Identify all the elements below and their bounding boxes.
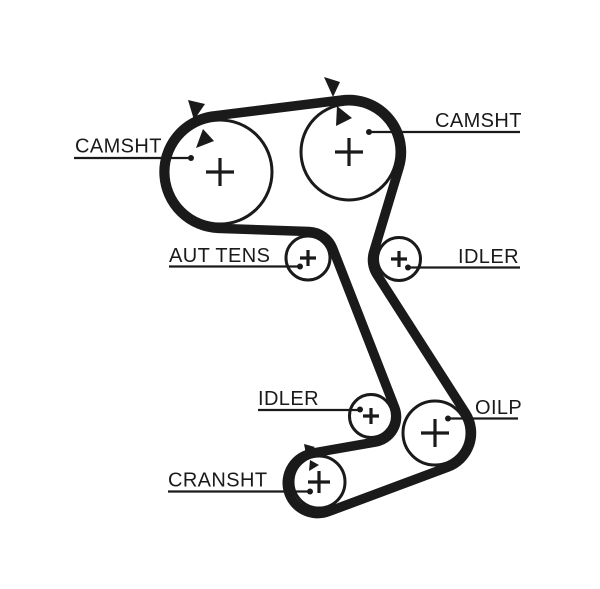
label-camshaft-left: CAMSHT	[74, 136, 194, 161]
crankshaft-center-mark	[308, 471, 330, 493]
idler-upper-center-mark	[391, 251, 407, 267]
idler-lower-leader-dot	[357, 406, 363, 413]
auto-tensioner-label: AUT TENS	[169, 245, 270, 267]
label-crankshaft: CRANSHT	[168, 470, 313, 495]
timing-mark-arrow-crankshaft-outer	[304, 444, 315, 454]
camshaft-right-label: CAMSHT	[435, 110, 522, 132]
label-idler-lower: IDLER	[258, 388, 363, 413]
timing-mark-arrow-camshaft-right-inner	[336, 106, 352, 126]
crankshaft-label: CRANSHT	[168, 470, 267, 492]
auto-tensioner-leader-dot	[297, 263, 303, 270]
oil-pump-label: OILP	[475, 397, 522, 419]
label-idler-upper: IDLER	[405, 246, 520, 271]
pulley-idler-lower	[348, 393, 394, 439]
idler-upper-outline	[376, 236, 422, 282]
camshaft-left-center-mark	[206, 158, 234, 186]
crankshaft-leader-dot	[307, 488, 313, 495]
oil-pump-center-mark	[421, 419, 449, 447]
camshaft-right-leader-dot	[366, 129, 372, 135]
pulley-oil-pump	[401, 399, 469, 467]
idler-upper-label: IDLER	[458, 246, 519, 268]
idler-lower-label: IDLER	[258, 388, 319, 410]
oil-pump-leader-dot	[445, 415, 451, 422]
label-camshaft-right: CAMSHT	[366, 110, 522, 135]
timing-mark-arrow-camshaft-left-inner	[196, 129, 214, 148]
label-auto-tensioner: AUT TENS	[169, 245, 303, 270]
timing-mark-arrow-camshaft-right-outer	[324, 77, 340, 97]
label-oil-pump: OILP	[445, 397, 522, 422]
timing-mark-arrow-camshaft-left-outer	[188, 100, 205, 120]
idler-lower-center-mark	[363, 408, 379, 424]
camshaft-left-leader-dot	[188, 155, 194, 161]
camshaft-left-label: CAMSHT	[75, 136, 162, 158]
timing-mark-arrow-crankshaft-inner	[309, 460, 319, 471]
camshaft-right-center-mark	[335, 138, 363, 166]
idler-upper-leader-dot	[405, 264, 411, 271]
pulley-idler-upper	[376, 236, 422, 282]
auto-tensioner-center-mark	[300, 250, 316, 266]
pulley-crankshaft	[291, 454, 347, 510]
timing-belt	[159, 94, 477, 519]
